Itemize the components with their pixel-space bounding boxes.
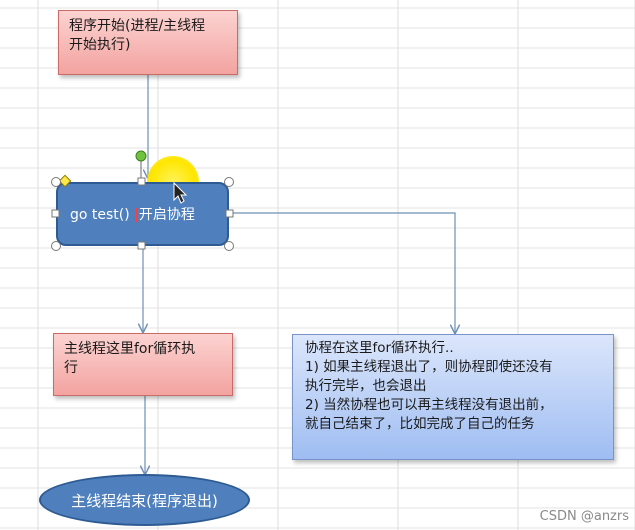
main-thread-end-ellipse[interactable]: 主线程结束(程序退出)	[39, 474, 250, 526]
go-test-call: go test()	[70, 207, 135, 223]
goroutine-loop-box[interactable]: 协程在这里for循环执行.. 1) 如果主线程退出了，则协程即使还没有 执行完毕…	[292, 334, 614, 460]
goroutine-line-2: 1) 如果主线程退出了，则协程即使还没有	[305, 359, 553, 375]
main-thread-loop-box[interactable]: 主线程这里for循环执 行	[53, 333, 233, 396]
go-test-box[interactable]: go test() |开启协程	[56, 182, 229, 246]
start-process-box[interactable]: 程序开始(进程/主线程 开始执行)	[58, 10, 238, 75]
goroutine-line-4: 2) 当然协程也可以再主线程没有退出前，	[305, 397, 553, 413]
go-test-label: go test() |开启协程	[70, 204, 195, 224]
goroutine-line-5: 就自己结束了，比如完成了自己的任务	[305, 416, 535, 432]
main-loop-line-2: 行	[64, 360, 78, 376]
main-thread-end-label: 主线程结束(程序退出)	[71, 491, 218, 510]
watermark: CSDN @anzrs	[539, 509, 629, 524]
goroutine-line-3: 执行完毕，也会退出	[305, 378, 427, 394]
main-loop-line-1: 主线程这里for循环执	[64, 341, 196, 357]
start-process-line-1: 程序开始(进程/主线程	[69, 18, 206, 34]
goroutine-line-1: 协程在这里for循环执行..	[305, 340, 454, 356]
text-cursor-icon: |	[134, 207, 139, 223]
start-process-line-2: 开始执行)	[69, 37, 131, 53]
go-test-start-goroutine: 开启协程	[138, 207, 195, 223]
